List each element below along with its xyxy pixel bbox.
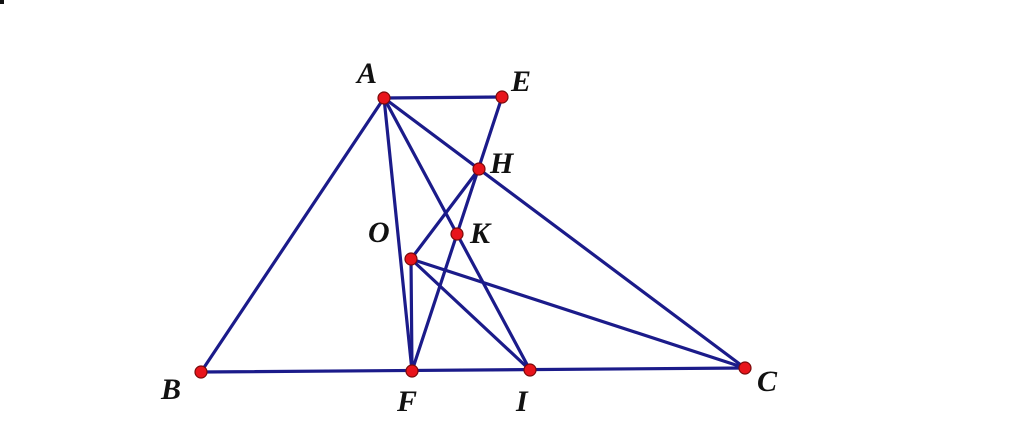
point-label-o: O bbox=[368, 216, 390, 249]
point-i bbox=[523, 363, 537, 377]
point-label-a: A bbox=[355, 57, 377, 90]
segment-of bbox=[409, 257, 414, 373]
segment-bc bbox=[199, 366, 747, 374]
corner-mark bbox=[0, 0, 4, 4]
point-k bbox=[450, 227, 464, 241]
point-a bbox=[377, 91, 391, 105]
point-label-e: E bbox=[510, 65, 531, 98]
labels-layer: A E H K O B F I C bbox=[160, 57, 778, 418]
point-label-b: B bbox=[160, 373, 181, 406]
segment-ae bbox=[382, 95, 504, 100]
points-layer bbox=[194, 90, 752, 379]
segment-ab bbox=[199, 96, 386, 374]
point-e bbox=[495, 90, 509, 104]
point-label-k: K bbox=[469, 217, 492, 250]
segment-oh bbox=[409, 167, 481, 261]
point-label-h: H bbox=[489, 147, 515, 180]
segment-ac bbox=[382, 96, 747, 370]
segment-oc bbox=[409, 257, 747, 370]
point-label-c: C bbox=[757, 365, 778, 398]
segment-af bbox=[382, 96, 414, 373]
point-f bbox=[405, 364, 419, 378]
point-label-i: I bbox=[515, 385, 529, 418]
point-c bbox=[738, 361, 752, 375]
segment-oi bbox=[409, 257, 532, 372]
point-b bbox=[194, 365, 208, 379]
point-o bbox=[404, 252, 418, 266]
point-h bbox=[472, 162, 486, 176]
point-label-f: F bbox=[396, 385, 417, 418]
